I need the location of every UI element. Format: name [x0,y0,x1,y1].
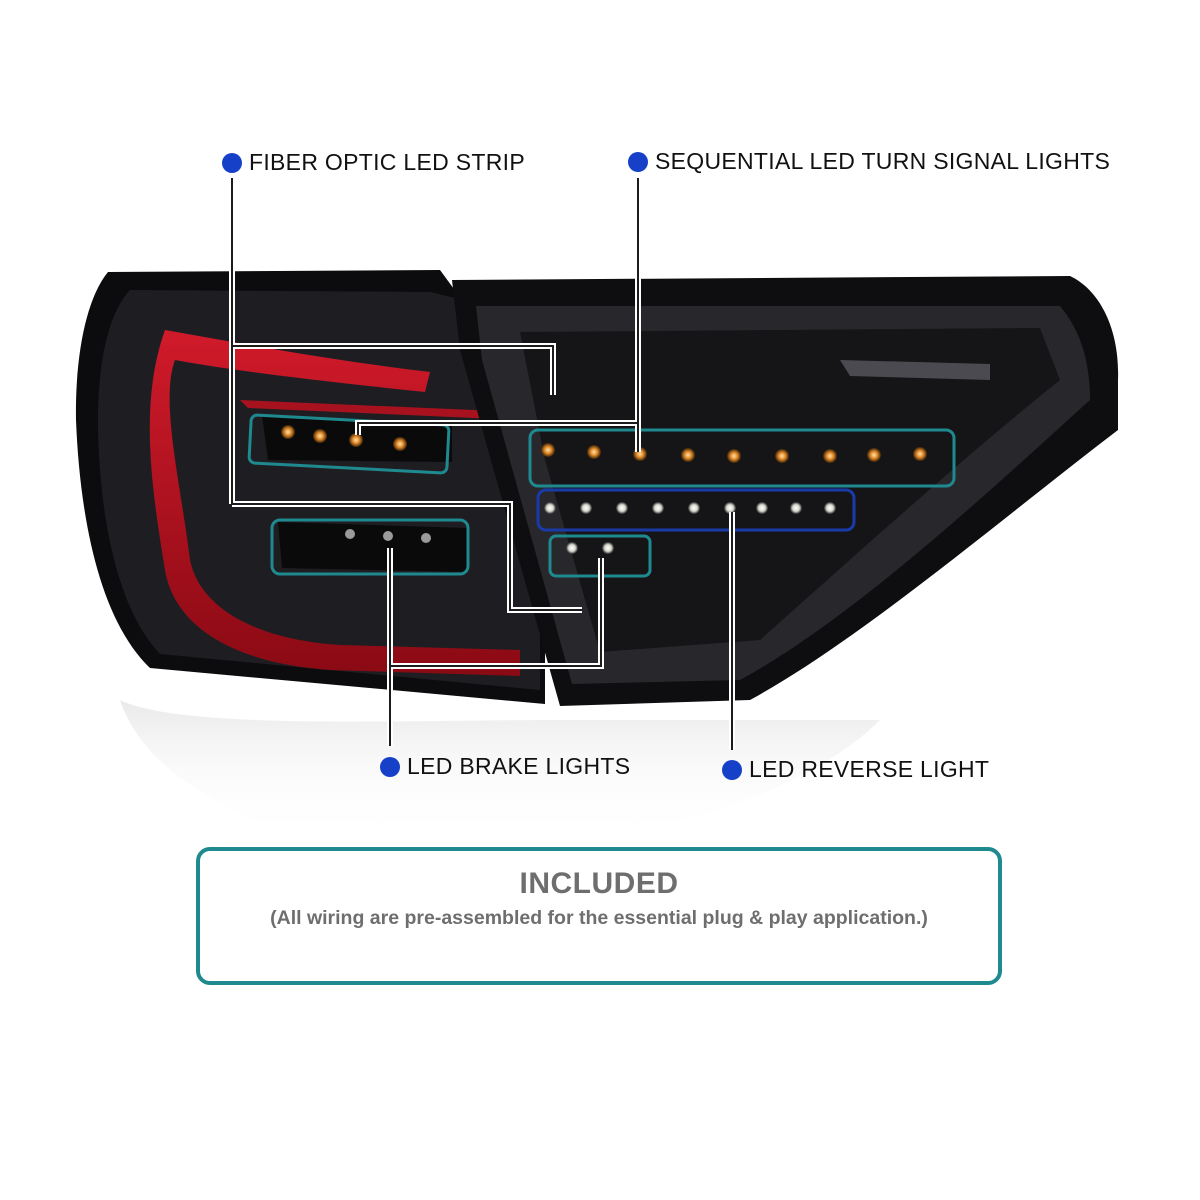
callout-fiber-optic-label: FIBER OPTIC LED STRIP [249,149,525,175]
reverse-leds [544,502,836,514]
highlight-left-brake [270,518,470,576]
right-turn-leds [541,443,927,463]
bullet-icon [222,152,242,173]
callout-reverse-label: LED REVERSE LIGHT [749,756,990,782]
included-panel: INCLUDED (All wiring are pre-assembled f… [196,847,1002,985]
included-note: (All wiring are pre-assembled for the es… [270,907,928,929]
callout-fiber-optic: FIBER OPTIC LED STRIP [222,149,525,176]
bullet-icon [722,759,742,780]
highlight-reverse [536,488,856,532]
callout-brake: LED BRAKE LIGHTS [380,753,630,780]
bullet-icon [628,151,648,172]
highlight-right-turn [528,428,956,488]
bullet-icon [380,756,400,777]
brake-leds [345,529,614,554]
callout-sequential-turn-label: SEQUENTIAL LED TURN SIGNAL LIGHTS [655,148,1111,174]
left-turn-leds [281,425,407,451]
callout-sequential-turn: SEQUENTIAL LED TURN SIGNAL LIGHTS [628,148,1110,175]
included-title: INCLUDED [519,867,679,900]
reflection [120,700,880,840]
callout-brake-label: LED BRAKE LIGHTS [407,753,631,779]
callout-reverse: LED REVERSE LIGHT [722,756,989,783]
highlight-left-turn [247,413,451,475]
